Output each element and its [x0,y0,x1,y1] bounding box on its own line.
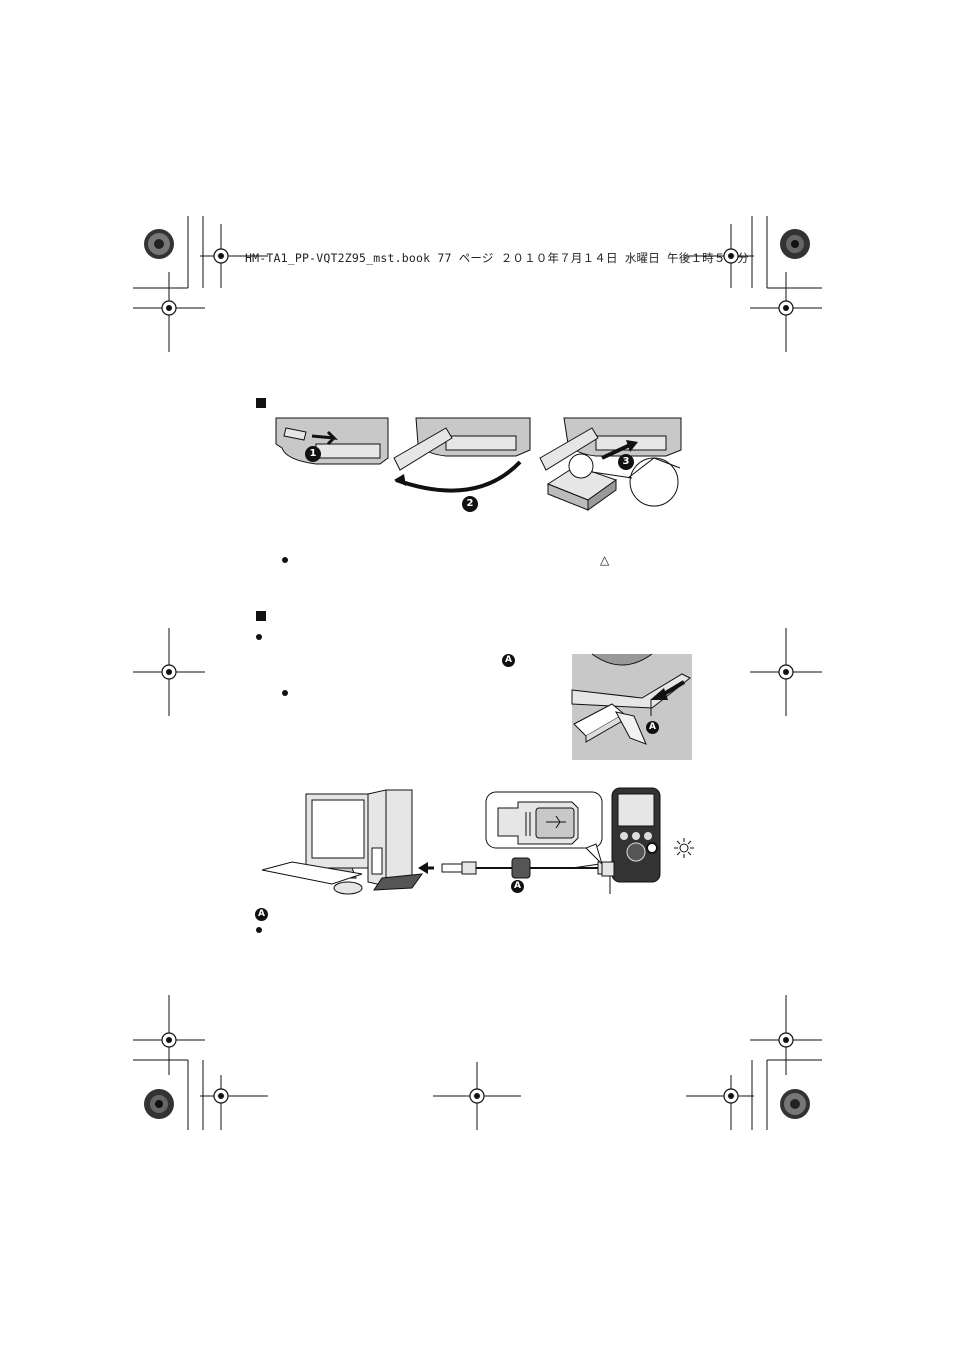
step3-panel [539,417,682,511]
inline-mark-a: A [502,654,515,667]
section-marker-battery [256,398,266,408]
section-marker-usb [256,611,266,621]
monitor [305,793,371,879]
step1-panel [275,417,389,465]
cable-callout-a: A [511,880,524,893]
usb-terminal-figure [571,653,692,760]
header-file-info: HM-TA1_PP-VQT2Z95_mst.book 77 ページ ２０１０年７… [245,251,749,265]
step-3-number: 3 [618,454,634,470]
bullet-pc-note [256,927,262,933]
pc-connection-figure [261,787,694,895]
pc-tower [367,789,424,891]
legend-mark-a: A [255,908,268,921]
step2-panel [393,417,531,493]
bullet-battery-note [282,557,288,563]
battery-insertion-figure [275,417,682,511]
step-1-number: 1 [305,446,321,462]
bullet-usb-note-1 [256,634,262,640]
usb-callout-a: A [646,721,659,734]
camera [601,787,661,894]
usb-plug-callout [485,791,603,865]
bullet-usb-note-2 [282,690,288,696]
triangle-mark: △ [600,553,610,567]
step-2-number: 2 [462,496,478,512]
